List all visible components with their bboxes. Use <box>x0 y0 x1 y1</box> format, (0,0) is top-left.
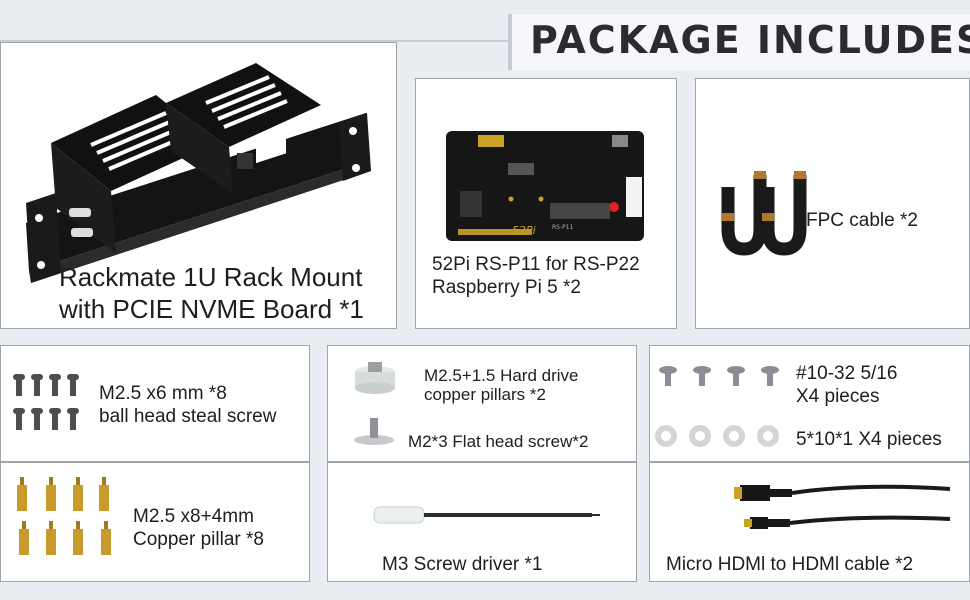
m25-screws-line1: M2.5 x6 mm *8 <box>99 383 227 404</box>
item-1032-screws: #10-32 5/16 X4 pieces 5*10*1 X4 pieces <box>649 345 970 462</box>
rack-mount-line2: with PCIE NVME Board *1 <box>59 294 364 324</box>
header-banner <box>508 14 970 70</box>
hdd-pillars-line2: copper pillars *2 <box>424 385 546 404</box>
1032-screws-label: #10-32 5/16 X4 pieces <box>796 362 897 408</box>
screwdriver-label: M3 Screw driver *1 <box>382 554 543 575</box>
hdd-pillars-label: M2.5+1.5 Hard drive copper pillars *2 <box>424 366 579 404</box>
hdd-pillars-line1: M2.5+1.5 Hard drive <box>424 366 579 385</box>
m25-screws-line2: ball head steal screw <box>99 406 277 427</box>
item-copper-pillars: M2.5 x8+4mm Copper pillar *8 <box>0 462 310 582</box>
copper-pillars-line2: Copper pillar *8 <box>133 529 264 550</box>
item-nvme-board: 52Pi RS-P11 52Pi RS-P11 for RS-P22 Raspb… <box>415 78 677 329</box>
item-fpc-cable: FPC cable *2 <box>695 78 970 329</box>
screwdriver-image <box>373 506 600 524</box>
item-screwdriver: M3 Screw driver *1 <box>327 462 637 582</box>
copper-pillars-line1: M2.5 x8+4mm <box>133 506 254 527</box>
page-title: PACKAGE INCLUDES <box>530 18 970 62</box>
1032-screws-image <box>655 366 779 447</box>
rack-mount-image <box>26 63 371 283</box>
hdmi-cable-label: Micro HDMl to HDMl cable *2 <box>666 554 914 575</box>
nvme-board-image: 52Pi RS-P11 <box>446 131 644 241</box>
nvme-board-line1: 52Pi RS-P11 for RS-P22 <box>432 254 640 275</box>
item-hdd-pillars: M2.5+1.5 Hard drive copper pillars *2 M2… <box>327 345 637 462</box>
item-hdmi-cable: Micro HDMl to HDMl cable *2 <box>649 462 970 582</box>
nvme-board-label: 52Pi RS-P11 for RS-P22 Raspberry Pi 5 *2 <box>432 253 640 299</box>
copper-pillars-image <box>17 477 111 555</box>
flat-head-screw-label: M2*3 Flat head screw*2 <box>408 432 589 451</box>
hdd-pillars-image <box>354 362 395 445</box>
hdmi-cable-image <box>734 484 951 529</box>
copper-pillars-label: M2.5 x8+4mm Copper pillar *8 <box>133 505 264 551</box>
rack-mount-line1: Rackmate 1U Rack Mount <box>59 262 363 292</box>
1032-screws-line2: X4 pieces <box>796 386 880 407</box>
fpc-cable-image <box>721 171 807 256</box>
item-m25-screws: M2.5 x6 mm *8 ball head steal screw <box>0 345 310 462</box>
nvme-board-line2: Raspberry Pi 5 *2 <box>432 277 581 298</box>
item-rack-mount: Rackmate 1U Rack Mount with PCIE NVME Bo… <box>0 42 397 329</box>
washers-label: 5*10*1 X4 pieces <box>796 429 942 450</box>
m25-screws-label: M2.5 x6 mm *8 ball head steal screw <box>99 382 276 428</box>
fpc-cable-label: FPC cable *2 <box>806 210 918 231</box>
board-silk-logo: 52Pi <box>512 224 536 237</box>
m25-screws-image <box>13 374 79 430</box>
rack-mount-label: Rackmate 1U Rack Mount with PCIE NVME Bo… <box>59 261 364 325</box>
board-silk-model: RS-P11 <box>552 224 574 231</box>
header-rule <box>0 40 510 42</box>
1032-screws-line1: #10-32 5/16 <box>796 363 898 384</box>
